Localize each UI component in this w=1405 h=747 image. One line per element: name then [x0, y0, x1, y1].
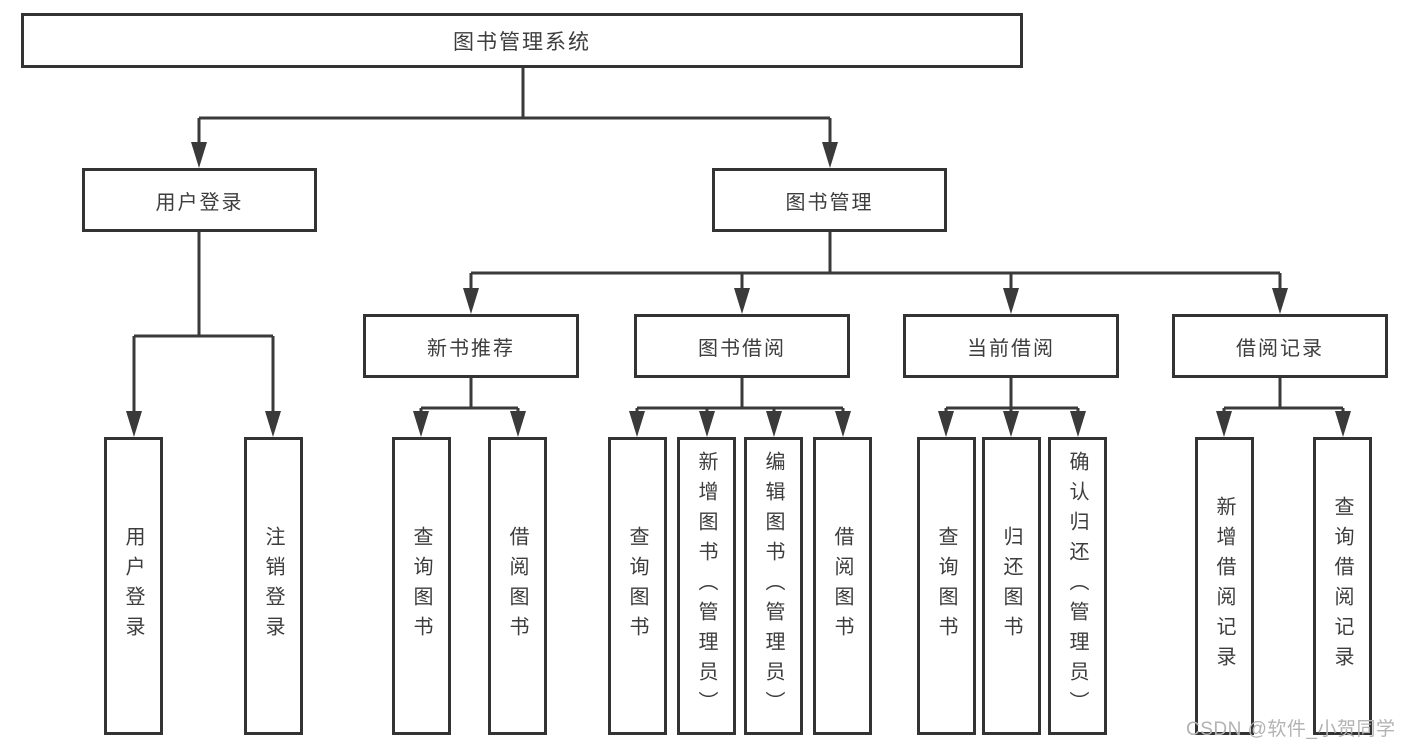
leaf-edit-books-admin: 编辑图书（管理员） [744, 437, 803, 735]
leaf-borrow-books: 借阅图书 [813, 437, 872, 735]
arrowhead [1216, 411, 1232, 437]
arrowhead [1070, 411, 1086, 437]
leaf-logout-label: 注销登录 [262, 526, 284, 646]
leaf-borrow-books-label: 借阅图书 [831, 526, 853, 646]
leaf-query-books-recommend-label: 查询图书 [410, 526, 432, 646]
leaf-add-borrow-record-label: 新增借阅记录 [1213, 496, 1235, 676]
arrowhead [1003, 288, 1019, 314]
node-root-label: 图书管理系统 [453, 30, 591, 54]
leaf-user-login-label: 用户登录 [122, 526, 144, 646]
arrowhead [938, 411, 954, 437]
arrowhead [413, 411, 429, 437]
leaf-add-books-admin: 新增图书（管理员） [677, 437, 736, 735]
node-current-borrow: 当前借阅 [903, 314, 1119, 378]
leaf-query-books-current-label: 查询图书 [935, 526, 957, 646]
arrowhead [265, 411, 281, 437]
leaf-query-borrow-record: 查询借阅记录 [1313, 437, 1372, 735]
csdn-watermark: CSDN @软件_小贺同学 [1186, 719, 1396, 740]
node-borrow-records-label: 借阅记录 [1236, 337, 1324, 360]
node-user-login: 用户登录 [82, 168, 317, 232]
arrowhead [699, 411, 715, 437]
arrowhead [191, 142, 207, 168]
arrowhead [1003, 411, 1019, 437]
node-borrow-records: 借阅记录 [1172, 314, 1388, 378]
arrowhead [629, 411, 645, 437]
leaf-return-books: 归还图书 [982, 437, 1041, 735]
node-current-borrow-label: 当前借阅 [967, 337, 1055, 360]
leaf-confirm-return-admin-label: 确认归还（管理员） [1066, 451, 1088, 721]
leaf-query-books-recommend: 查询图书 [392, 437, 451, 735]
leaf-borrow-books-recommend: 借阅图书 [488, 437, 547, 735]
leaf-query-books-borrow-label: 查询图书 [626, 526, 648, 646]
leaf-user-login: 用户登录 [104, 437, 163, 735]
node-book-borrow: 图书借阅 [634, 314, 850, 378]
arrowhead [510, 411, 526, 437]
arrowhead [126, 411, 142, 437]
leaf-query-borrow-record-label: 查询借阅记录 [1331, 496, 1353, 676]
node-book-management-label: 图书管理 [785, 191, 874, 214]
leaf-logout: 注销登录 [244, 437, 303, 735]
node-new-book-recommend-label: 新书推荐 [427, 337, 515, 360]
arrowhead [1272, 288, 1288, 314]
arrowhead [835, 411, 851, 437]
leaf-edit-books-admin-label: 编辑图书（管理员） [762, 451, 784, 721]
leaf-query-books-current: 查询图书 [917, 437, 976, 735]
leaf-return-books-label: 归还图书 [1000, 526, 1022, 646]
leaf-add-books-admin-label: 新增图书（管理员） [695, 451, 717, 721]
node-new-book-recommend: 新书推荐 [363, 314, 579, 378]
leaf-confirm-return-admin: 确认归还（管理员） [1048, 437, 1107, 735]
arrowhead [734, 288, 750, 314]
leaf-query-books-borrow: 查询图书 [608, 437, 667, 735]
arrowhead [822, 142, 838, 168]
arrowhead [463, 288, 479, 314]
leaf-borrow-books-recommend-label: 借阅图书 [506, 526, 528, 646]
arrowhead [1335, 411, 1351, 437]
arrowhead [766, 411, 782, 437]
node-book-borrow-label: 图书借阅 [698, 337, 786, 360]
node-root: 图书管理系统 [21, 13, 1023, 68]
node-book-management: 图书管理 [712, 168, 947, 232]
node-user-login-label: 用户登录 [155, 191, 244, 214]
leaf-add-borrow-record: 新增借阅记录 [1195, 437, 1254, 735]
